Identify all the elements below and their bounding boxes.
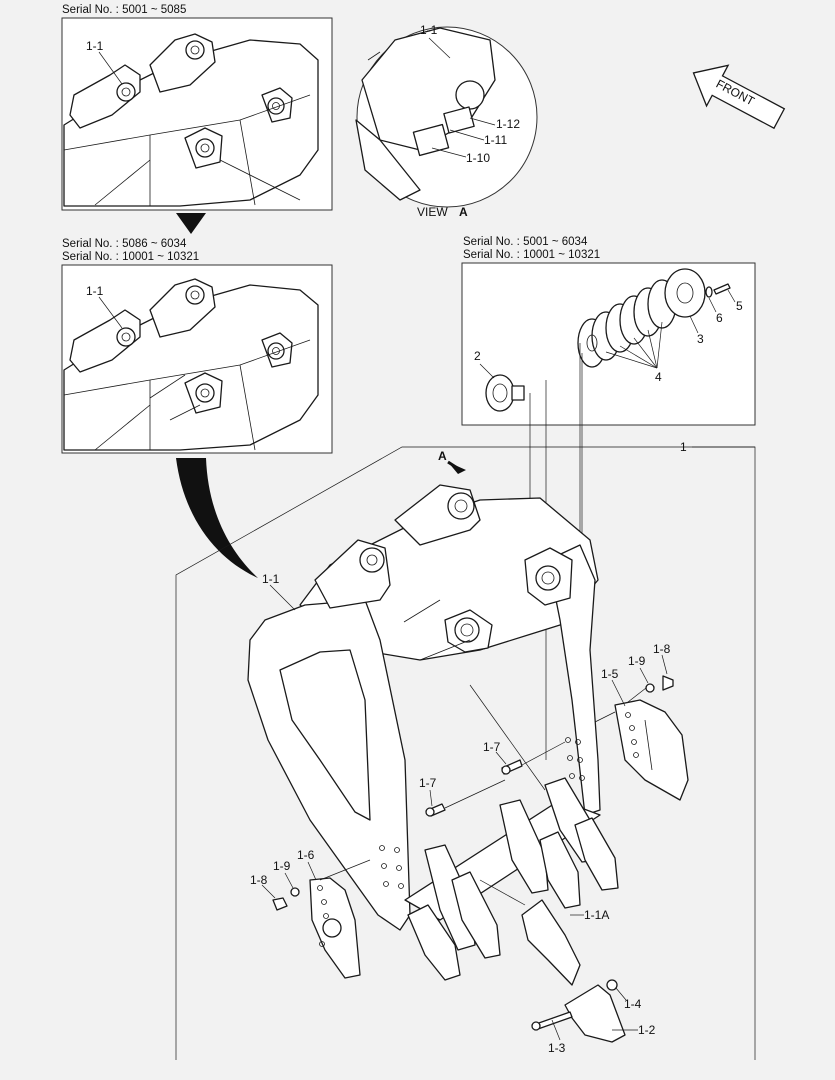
callout-4: 4 bbox=[655, 370, 662, 384]
serial-right-1: Serial No. : 5001 ~ 6034 bbox=[463, 236, 588, 248]
lock-1-4 bbox=[606, 979, 618, 991]
bolt-1-7-upper bbox=[501, 759, 523, 775]
callout-1-12: 1-12 bbox=[496, 117, 520, 131]
view-caption: VIEW bbox=[417, 205, 448, 219]
serial-top-left: Serial No. : 5001 ~ 5085 bbox=[62, 4, 186, 16]
pointer-wedge bbox=[176, 458, 258, 578]
callout-1-9-l: 1-9 bbox=[273, 859, 291, 873]
tooth-1-2 bbox=[564, 984, 626, 1043]
callout-5: 5 bbox=[736, 299, 743, 313]
adapter-1-1a bbox=[521, 899, 581, 986]
callout-1-8-l: 1-8 bbox=[250, 873, 268, 887]
callout-1: 1 bbox=[680, 440, 687, 454]
callout-1-5: 1-5 bbox=[601, 667, 619, 681]
pin-1-3 bbox=[531, 1011, 573, 1031]
callout-1-1-mid: 1-1 bbox=[86, 284, 104, 298]
bucket-main bbox=[247, 484, 601, 931]
callout-1-8-r: 1-8 bbox=[653, 642, 671, 656]
down-triangle-icon bbox=[176, 213, 206, 234]
front-arrow-icon bbox=[692, 64, 786, 130]
callout-1-1-top: 1-1 bbox=[86, 39, 104, 53]
callout-6: 6 bbox=[716, 311, 723, 325]
view-letter: A bbox=[459, 205, 468, 219]
bolt-1-7-lower bbox=[425, 803, 446, 817]
arrow-a-letter: A bbox=[438, 449, 447, 463]
bushing-assembly bbox=[485, 268, 731, 412]
callout-3: 3 bbox=[697, 332, 704, 346]
callout-1-2: 1-2 bbox=[638, 1023, 656, 1037]
callout-1-4: 1-4 bbox=[624, 997, 642, 1011]
callout-1-6: 1-6 bbox=[297, 848, 315, 862]
callout-1-1A: 1-1A bbox=[584, 908, 609, 922]
main-boundary bbox=[175, 446, 756, 1060]
callout-1-7-a: 1-7 bbox=[483, 740, 501, 754]
callout-1-1-main: 1-1 bbox=[262, 572, 280, 586]
bucket-top-detail bbox=[63, 33, 319, 207]
callout-1-9-r: 1-9 bbox=[628, 654, 646, 668]
bucket-teeth bbox=[407, 777, 619, 981]
side-cutter-right bbox=[614, 699, 689, 801]
serial-mid-left-1: Serial No. : 5086 ~ 6034 bbox=[62, 238, 187, 250]
callout-2: 2 bbox=[474, 349, 481, 363]
bucket-mid-detail bbox=[63, 278, 319, 451]
callout-1-11: 1-11 bbox=[484, 133, 507, 147]
view-a-detail bbox=[355, 27, 496, 201]
callout-1-3: 1-3 bbox=[548, 1041, 566, 1055]
side-cutter-left bbox=[309, 877, 361, 979]
serial-right-2: Serial No. : 10001 ~ 10321 bbox=[463, 249, 600, 261]
callout-1-1-view: 1-1 bbox=[420, 23, 438, 37]
callout-1-10: 1-10 bbox=[466, 151, 490, 165]
serial-mid-left-2: Serial No. : 10001 ~ 10321 bbox=[62, 251, 199, 263]
callout-1-7-b: 1-7 bbox=[419, 776, 437, 790]
